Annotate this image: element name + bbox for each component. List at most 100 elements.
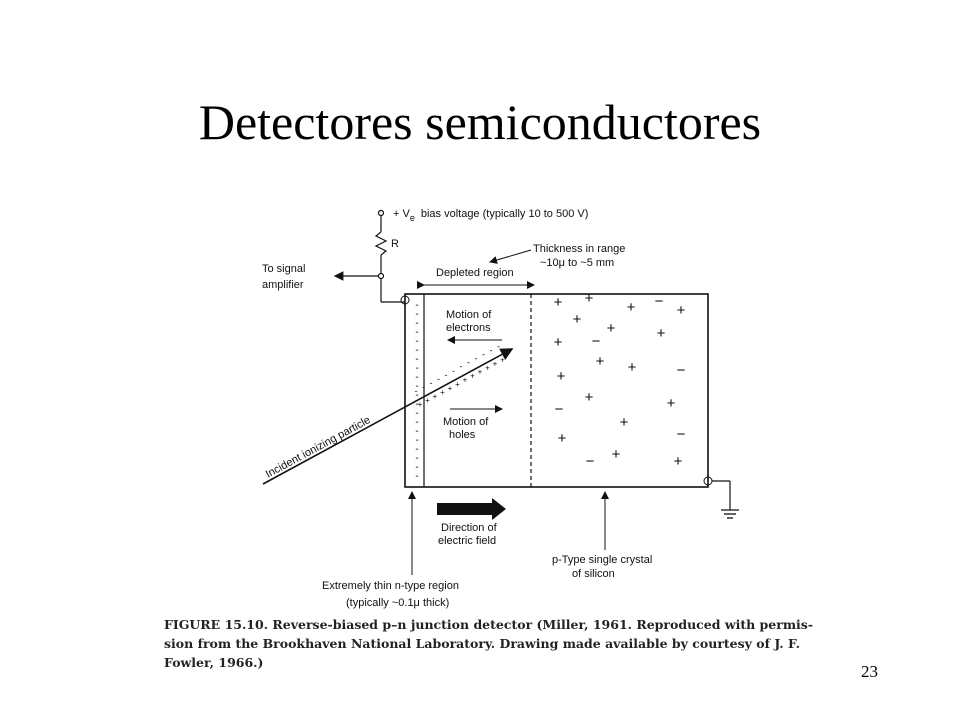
p-type-charge-glyph: + [557,368,566,385]
caption-line3: Fowler, 1966.) [164,655,263,670]
n-type-charge-glyph: - [415,381,418,392]
n-type-charge-glyph: - [415,408,418,419]
track-charge-glyph: + [478,368,483,377]
track-charge-glyph: + [493,360,498,369]
track-charge-glyph: + [455,380,460,389]
caption-line1: FIGURE 15.10. Reverse-biased p–n junctio… [164,617,813,632]
thickness-label-line1: Thickness in range [533,243,625,255]
n-type-charge-glyph: - [415,426,418,437]
p-type-charge-glyph: + [596,353,605,370]
p-type-charge-glyph: − [555,401,564,418]
n-type-charge-glyph: - [415,318,418,329]
detector-body [404,293,709,488]
track-charge-glyph: + [425,396,430,405]
track-charge-glyph: - [422,382,425,392]
field-label-line1: Direction of [441,522,498,534]
ntype-label-line1: Extremely thin n-type region [322,580,459,592]
holes-label-line2: holes [449,429,476,441]
track-charge-glyph: + [448,384,453,393]
particle-track [262,348,514,485]
n-type-charge-glyph: - [415,309,418,320]
ptype-label-line1: p-Type single crystal [552,554,652,566]
electric-field-arrow [437,498,506,520]
n-type-charge-glyph: - [415,372,418,383]
n-type-charge-glyph: - [415,336,418,347]
n-type-charge-glyph: - [415,363,418,374]
p-type-charge-glyph: + [627,299,636,316]
track-charge-glyph: - [475,354,478,364]
n-type-charge-glyph: - [415,435,418,446]
thickness-pointer [489,249,532,264]
track-charge-glyph: + [463,376,468,385]
track-charge-glyph: - [490,346,493,356]
n-type-charge-glyph: - [415,399,418,410]
n-type-charges: -------------------- [415,300,418,482]
holes-label-line1: Motion of [443,416,489,428]
track-charge-glyph: - [415,386,418,396]
p-type-charge-glyph: + [585,290,594,307]
track-charge-glyph: + [418,400,423,409]
track-charge-glyph: + [500,355,505,364]
p-type-charge-glyph: + [558,430,567,447]
p-type-charge-glyph: + [607,320,616,337]
amplifier-label-line1: To signal [262,263,305,275]
p-type-charge-glyph: + [573,311,582,328]
p-type-charge-glyph: + [657,325,666,342]
p-type-charge-glyph: − [677,426,686,443]
track-charge-glyph: + [485,364,490,373]
n-type-charge-glyph: - [415,390,418,401]
track-charge-glyph: - [497,341,500,351]
p-type-charges: +++−++++−+++−++−++−++−+ [554,290,686,470]
resistor-label: R [391,238,399,250]
track-charge-glyph: - [430,378,433,388]
electrons-label-line1: Motion of [446,309,492,321]
ntype-label-line2: (typically ~0.1μ thick) [346,597,449,609]
p-type-charge-glyph: + [620,414,629,431]
amplifier-label-line2: amplifier [262,279,304,291]
electrons-label-line2: electrons [446,322,491,334]
track-charge-glyph: - [467,358,470,368]
track-charge-glyph: - [482,350,485,360]
p-type-charge-glyph: + [667,395,676,412]
particle-label: Incident ionizing particle [264,414,373,481]
n-type-charge-glyph: - [415,417,418,428]
p-type-charge-glyph: + [585,389,594,406]
p-type-charge-glyph: − [592,333,601,350]
track-charge-glyph: - [452,366,455,376]
page-number: 23 [861,662,878,681]
track-charge-glyph: + [440,388,445,397]
n-type-charge-glyph: - [415,444,418,455]
p-type-charge-glyph: + [554,294,563,311]
p-type-charge-glyph: − [586,453,595,470]
n-type-charge-glyph: - [415,471,418,482]
ground-icon [712,480,739,519]
p-type-charge-glyph: − [677,362,686,379]
bias-terminal [374,209,405,303]
thickness-label-line2: ~10μ to ~5 mm [540,257,614,269]
track-charge-glyph: + [470,372,475,381]
n-type-charge-glyph: - [415,300,418,311]
n-type-charge-glyph: - [415,354,418,365]
resistor-icon [374,231,388,256]
ptype-label-line2: of silicon [572,568,615,580]
p-type-charge-glyph: + [554,334,563,351]
p-type-charge-glyph: + [628,359,637,376]
p-type-charge-glyph: − [655,293,664,310]
field-label-line2: electric field [438,535,496,547]
n-type-charge-glyph: - [415,345,418,356]
p-type-charge-glyph: + [674,453,683,470]
track-charge-glyph: + [433,392,438,401]
track-charges: -+-+-+-+-+-+-+-+-+-+-+-+ [415,341,506,409]
n-type-charge-glyph: - [415,462,418,473]
p-type-charge-glyph: + [677,302,686,319]
caption-line2: sion from the Brookhaven National Labora… [164,636,800,651]
track-charge-glyph: - [445,370,448,380]
track-charge-glyph: - [437,374,440,384]
n-type-charge-glyph: - [415,327,418,338]
p-type-charge-glyph: + [612,446,621,463]
slide-title: Detectores semiconductores [198,94,762,150]
depleted-region-label: Depleted region [436,267,514,279]
n-type-charge-glyph: - [415,453,418,464]
